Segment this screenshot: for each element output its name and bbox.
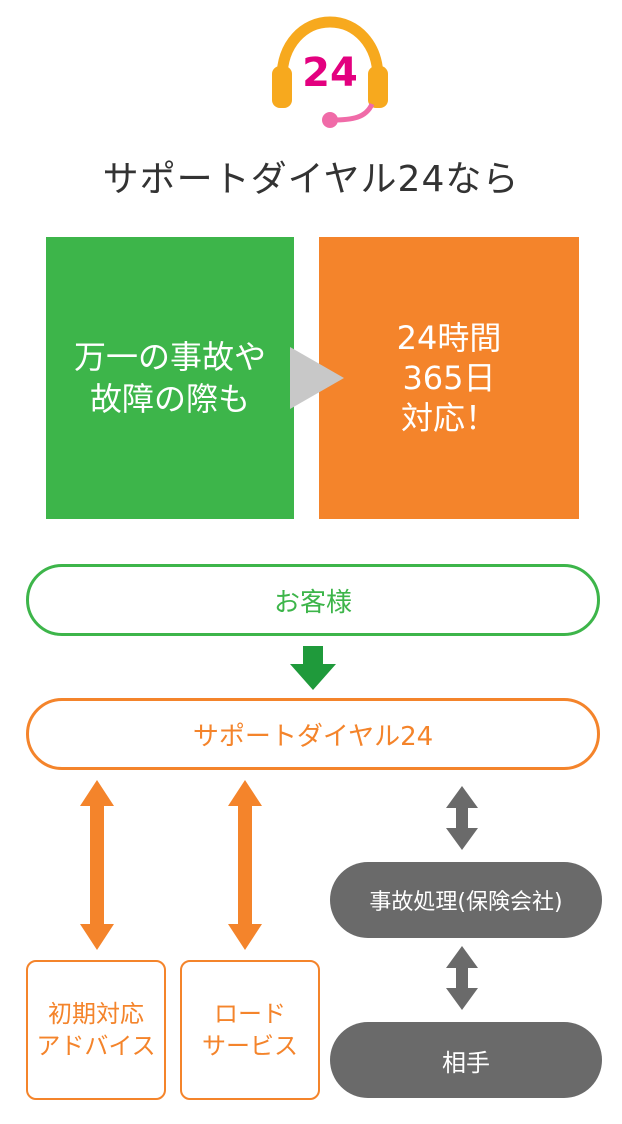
double-arrow-counterparty-icon <box>446 946 478 1010</box>
initial-advice-box: 初期対応 アドバイス <box>26 960 166 1100</box>
support-24h-box: 24時間 365日 対応！ <box>319 237 579 519</box>
customer-pill: お客様 <box>26 564 600 636</box>
road-service-box: ロード サービス <box>180 960 320 1100</box>
accident-box: 万一の事故や 故障の際も <box>46 237 294 519</box>
double-arrow-insurance-icon <box>446 786 478 850</box>
double-arrow-advice-icon <box>80 780 114 950</box>
page-title: サポートダイヤル24なら <box>102 159 520 200</box>
support-dial-pill: サポートダイヤル24 <box>26 698 600 770</box>
counterparty-pill: 相手 <box>330 1022 602 1098</box>
arrow-down-icon <box>290 646 336 690</box>
triangle-right-icon <box>290 347 344 409</box>
insurance-company-pill: 事故処理(保険会社) <box>330 862 602 938</box>
double-arrow-road-icon <box>228 780 262 950</box>
logo-number: 24 <box>302 50 358 96</box>
headset-24-logo-icon: 24 <box>272 16 388 128</box>
